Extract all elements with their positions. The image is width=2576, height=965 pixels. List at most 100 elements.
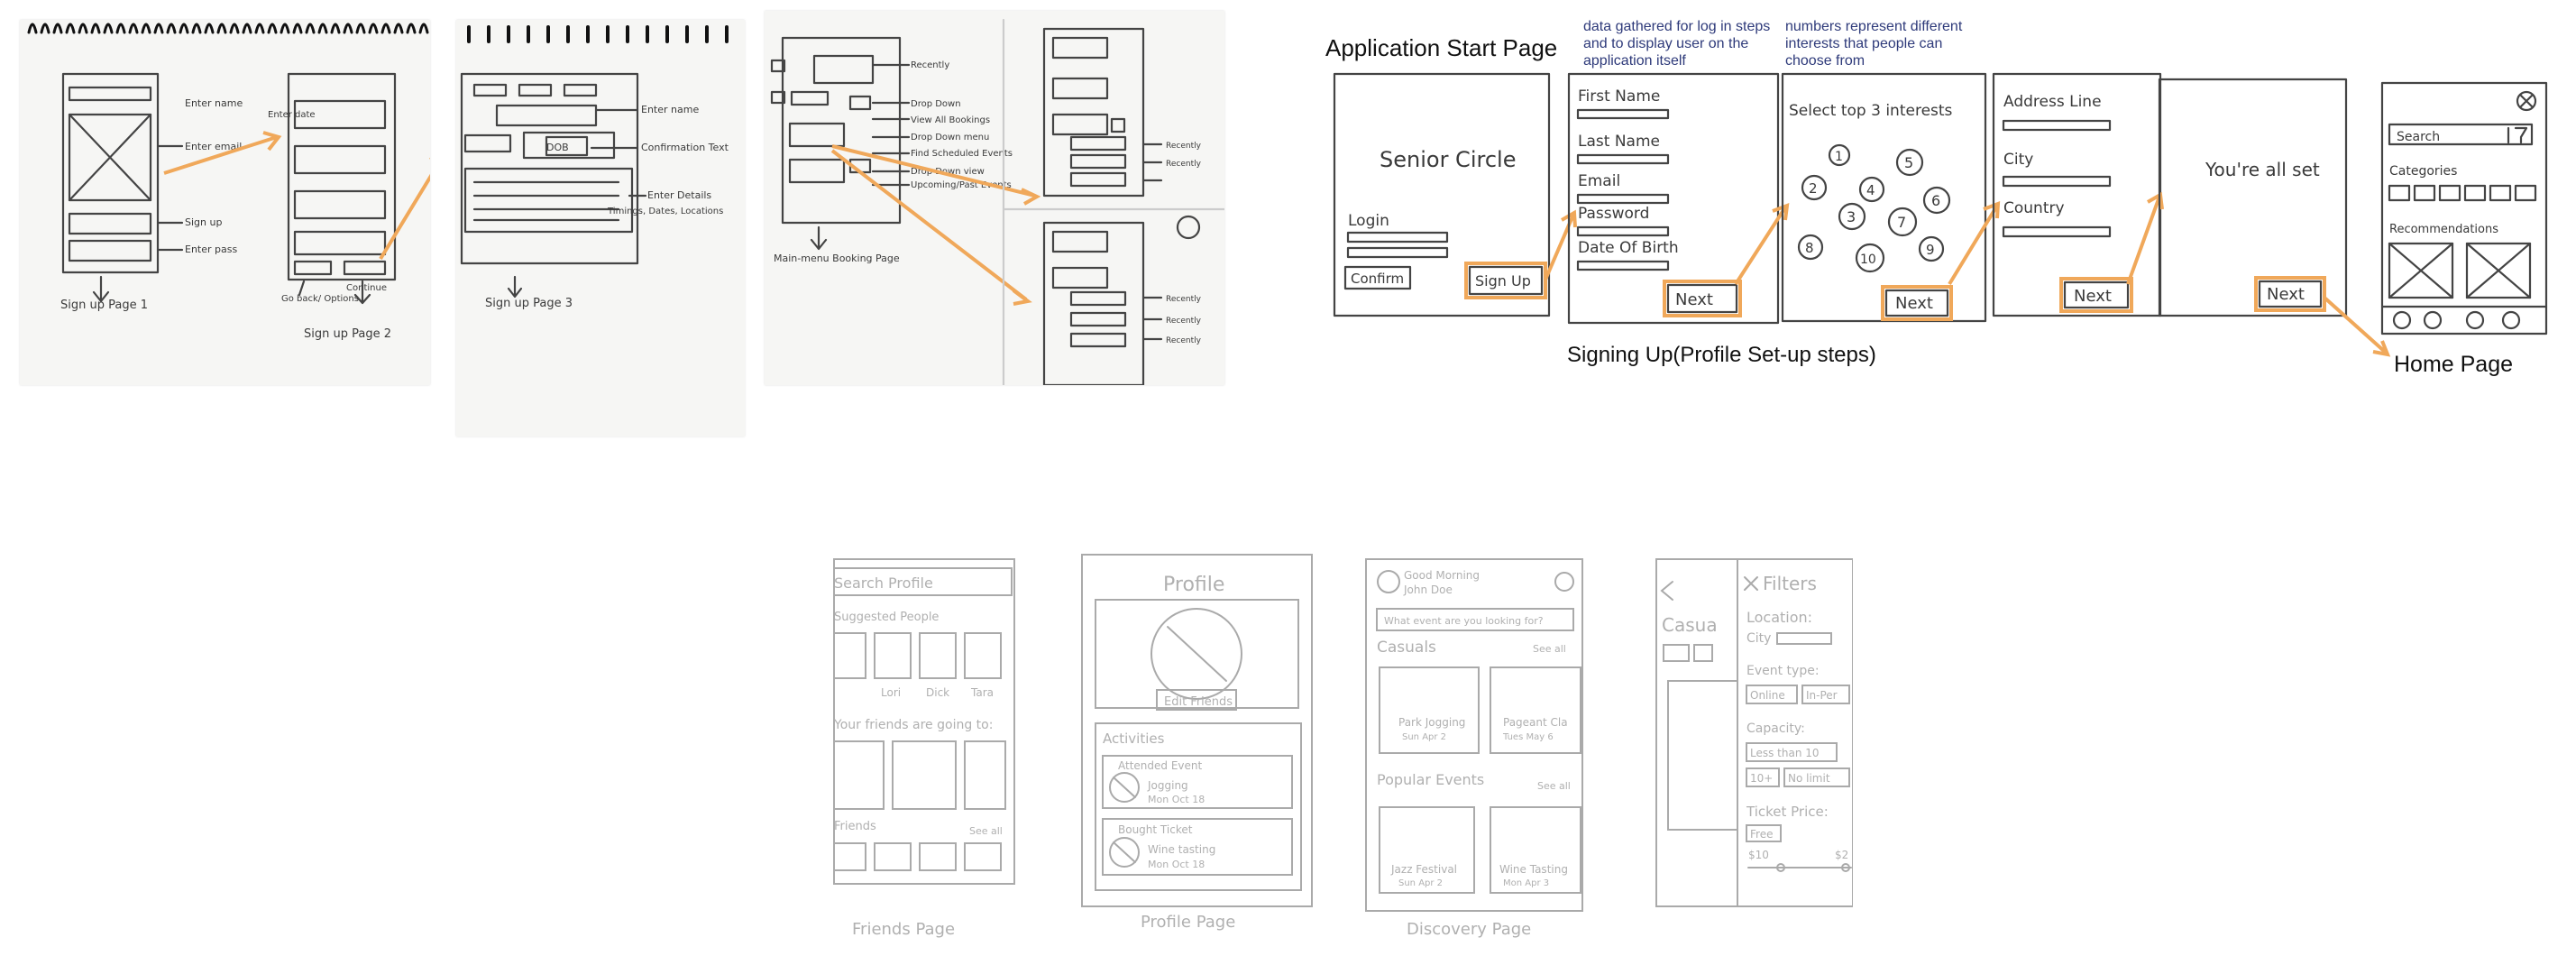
city-input[interactable] <box>1776 632 1832 645</box>
flow-arrow <box>2126 191 2164 285</box>
drop-down-menu-note: Drop Down menu <box>911 133 989 142</box>
sign-up-button[interactable]: Sign Up <box>1475 272 1531 290</box>
person-name-1: Lori <box>881 686 901 699</box>
event-card-1[interactable] <box>1379 666 1480 754</box>
recommendation-card-1[interactable] <box>2388 242 2454 299</box>
casuals-see-all[interactable]: See all <box>1533 643 1566 655</box>
wireframe-flow: Senior Circle Login Confirm Sign Up Firs… <box>1333 72 2548 357</box>
price-slider-handle-min[interactable] <box>1776 863 1785 872</box>
event-card-2[interactable] <box>1490 666 1581 754</box>
enter-name-note: Enter name <box>185 97 243 109</box>
activity-1: Jogging <box>1147 779 1188 792</box>
recently-note-6: Recently <box>1166 336 1202 345</box>
ten-plus-chip[interactable] <box>1746 767 1780 787</box>
home-page-label: Home Page <box>2394 352 2514 377</box>
less-than-text: Less than 10 <box>1750 747 1820 759</box>
next-button-4[interactable]: Next <box>2267 285 2305 304</box>
signup-step-2-wireframe: Select top 3 interests 1 2 3 4 5 6 7 8 9… <box>1781 72 1987 323</box>
edit-friends-button[interactable] <box>1156 689 1237 711</box>
event-card-3[interactable] <box>1379 806 1475 894</box>
signing-up-label: Signing Up(Profile Set-up steps) <box>1567 343 1876 367</box>
popular-see-all[interactable]: See all <box>1537 780 1571 792</box>
interest-7: 7 <box>1897 214 1906 231</box>
free-text: Free <box>1750 828 1773 841</box>
friends-search-box[interactable] <box>833 567 1013 596</box>
sketch-page-signup-1-2: Enter name Enter email Sign up Enter pas… <box>20 20 430 385</box>
bottom-nav[interactable] <box>2392 310 2521 330</box>
in-person-text: In-Per <box>1806 689 1838 702</box>
filters-title: Filters <box>1763 573 1817 594</box>
back-arrow-icon[interactable] <box>1660 581 1673 601</box>
phone-sketch-signup-1 <box>61 72 184 303</box>
note-interests: numbers represent different interests th… <box>1785 19 1963 69</box>
in-person-chip[interactable] <box>1801 685 1850 704</box>
dob-note: DOB <box>546 142 569 153</box>
friends-search-text: Search Profile <box>834 574 933 592</box>
sort-filter-icon[interactable] <box>2507 126 2528 144</box>
confirm-button[interactable]: Confirm <box>1351 271 1404 287</box>
enter-email-note: Enter email <box>185 141 242 152</box>
home-search-box[interactable] <box>2388 123 2534 146</box>
home-search-text: Search <box>2397 130 2440 144</box>
recommendation-card-2[interactable] <box>2465 242 2532 299</box>
free-chip[interactable] <box>1746 824 1782 842</box>
signup-step-4-wireframe: You're all set Next <box>2158 78 2348 317</box>
find-events-note: Find Scheduled Events <box>911 149 1013 159</box>
recently-note-4: Recently <box>1166 295 1202 304</box>
profile-page-caption: Profile Page <box>1141 913 1235 932</box>
start-screen-wireframe: Senior Circle Login Confirm Sign Up <box>1333 72 1551 317</box>
casuals-label: Casuals <box>1377 639 1436 657</box>
settings-icon[interactable] <box>1554 572 1574 592</box>
next-button-1[interactable]: Next <box>1675 290 1713 309</box>
next-button-3[interactable]: Next <box>2074 287 2112 306</box>
event-card-4[interactable] <box>1490 806 1581 894</box>
category-icons[interactable] <box>2388 184 2537 202</box>
flow-arrow <box>163 131 282 175</box>
interest-2: 2 <box>1809 180 1818 197</box>
flow-arrow <box>1734 202 1790 286</box>
enter-details-note: Enter Details <box>647 189 711 201</box>
city-label: City <box>1746 631 1771 646</box>
interest-bubbles[interactable] <box>1797 143 1951 273</box>
online-chip[interactable] <box>1746 685 1798 704</box>
ticket-price-label: Ticket Price: <box>1746 804 1829 820</box>
main-menu-caption: Main-menu Booking Page <box>774 253 900 264</box>
capacity-label: Capacity: <box>1746 721 1805 736</box>
interest-10: 10 <box>1860 253 1876 267</box>
interest-9: 9 <box>1926 242 1935 258</box>
next-button-2[interactable]: Next <box>1895 294 1933 313</box>
price-slider-handle-max[interactable] <box>1841 863 1850 872</box>
profile-title: Profile <box>1163 574 1224 596</box>
interest-4: 4 <box>1866 182 1875 198</box>
close-icon[interactable] <box>2516 90 2537 112</box>
phone-sketch-dropdown-2 <box>1042 215 1201 385</box>
edit-friends-text: Edit Friends <box>1164 695 1233 709</box>
sign-up-page-1-caption: Sign up Page 1 <box>60 299 148 312</box>
event-4-name: Wine Tasting <box>1499 863 1568 876</box>
friends-see-all[interactable]: See all <box>969 825 1003 837</box>
close-filters-icon[interactable] <box>1744 576 1758 591</box>
ten-plus-text: 10+ <box>1750 772 1773 785</box>
interests-title: Select top 3 interests <box>1789 102 1953 120</box>
spiral-binding <box>467 25 729 43</box>
event-search-placeholder: What event are you looking for? <box>1384 615 1544 627</box>
field-last-name: Last Name <box>1578 133 1660 151</box>
phone-sketch-signup-3 <box>460 72 647 299</box>
sign-up-page-3-caption: Sign up Page 3 <box>485 297 573 310</box>
bottom-sketches: Search Profile Suggested People Lori Dic… <box>833 554 1853 939</box>
flow-arrow <box>1948 201 2001 286</box>
price-max: $2 <box>1835 849 1848 861</box>
event-2-date: Tues May 6 <box>1502 732 1554 742</box>
flow-arrow <box>830 144 1041 306</box>
field-country: Country <box>2003 199 2065 217</box>
no-limit-chip[interactable] <box>1783 767 1850 787</box>
activity-2-date: Mon Oct 18 <box>1148 859 1205 870</box>
timing-note: Timings, Dates, Locations <box>607 207 723 216</box>
less-than-chip[interactable] <box>1746 742 1838 762</box>
enter-name-note-2: Enter name <box>641 104 699 115</box>
sign-up-note: Sign up <box>185 216 222 228</box>
note-login: data gathered for log in steps and to di… <box>1583 19 1771 69</box>
no-limit-text: No limit <box>1788 772 1830 785</box>
event-search-box[interactable] <box>1376 608 1574 631</box>
popular-events-label: Popular Events <box>1377 771 1484 788</box>
